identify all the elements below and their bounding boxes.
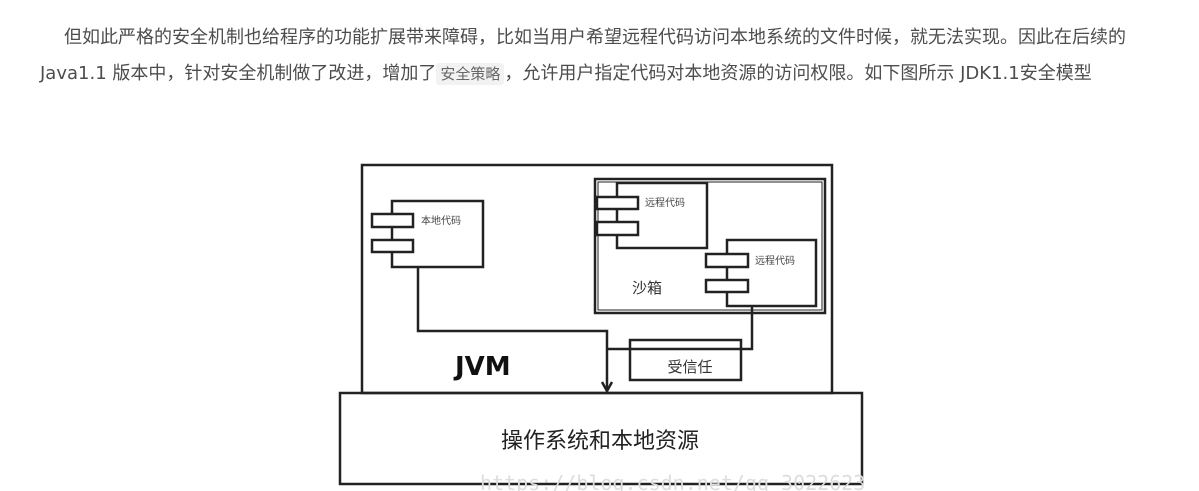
inline-code: 安全策略 xyxy=(436,63,505,85)
remote-code-1-label: 远程代码 xyxy=(645,197,685,209)
os-box xyxy=(338,391,864,486)
paragraph-text: 但如此严格的安全机制也给程序的功能扩展带来障碍，比如当用户希望远程代码访问本地系… xyxy=(40,27,1126,84)
remote-to-trusted-connector xyxy=(607,306,754,351)
watermark: https://blog.csdn.net/qq_3022623 xyxy=(480,471,865,491)
sandbox-box xyxy=(593,177,827,315)
trusted-box xyxy=(628,338,743,382)
arrow-head-icon xyxy=(600,381,614,394)
remote-code-component-1: 远程代码 xyxy=(595,181,709,250)
jvm-label: JVM xyxy=(453,352,511,382)
local-code-label: 本地代码 xyxy=(421,214,461,227)
trusted-label: 受信任 xyxy=(667,358,712,376)
local-code-component: 本地代码 xyxy=(370,199,485,269)
remote-code-2-label: 远程代码 xyxy=(755,255,795,267)
local-to-os-connector xyxy=(416,267,609,390)
paragraph-text-end: ，允许用户指定代码对本地资源的访问权限。如下图所示 JDK1.1安全模型 xyxy=(504,63,1092,84)
os-label: 操作系统和本地资源 xyxy=(501,429,699,454)
sandbox-label: 沙箱 xyxy=(632,279,662,297)
body-paragraph: 但如此严格的安全机制也给程序的功能扩展带来障碍，比如当用户希望远程代码访问本地系… xyxy=(40,20,1190,92)
remote-code-component-2: 远程代码 xyxy=(704,238,818,308)
